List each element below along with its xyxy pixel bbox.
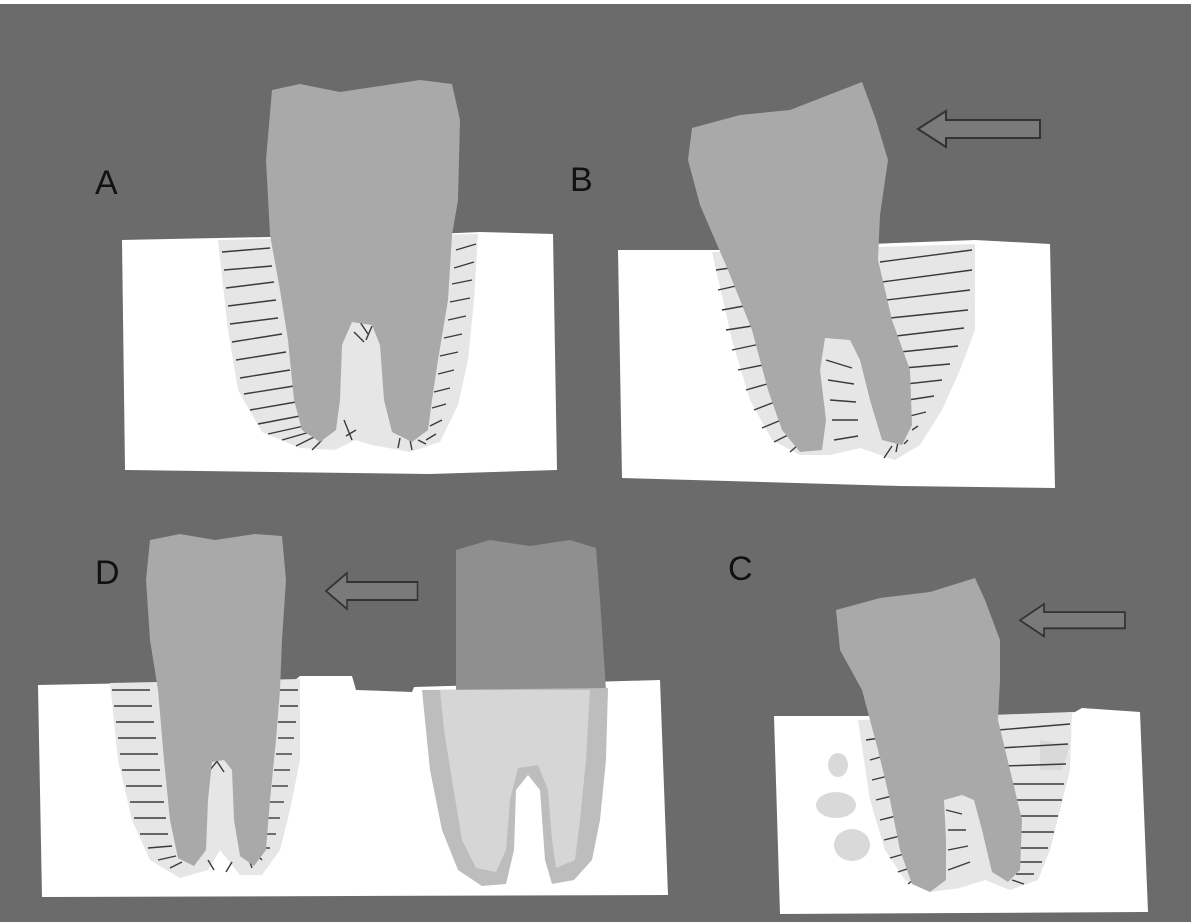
original-position-tooth [456,540,606,690]
resorption-spot [828,753,848,777]
resorption-spot [816,792,856,818]
panel-label-a: A [95,164,118,202]
resorption-spot [834,829,870,861]
panel-label-c: C [728,550,753,588]
top-border [0,0,1191,4]
panel-label-d: D [95,554,120,592]
panel-label-b: B [570,161,593,199]
